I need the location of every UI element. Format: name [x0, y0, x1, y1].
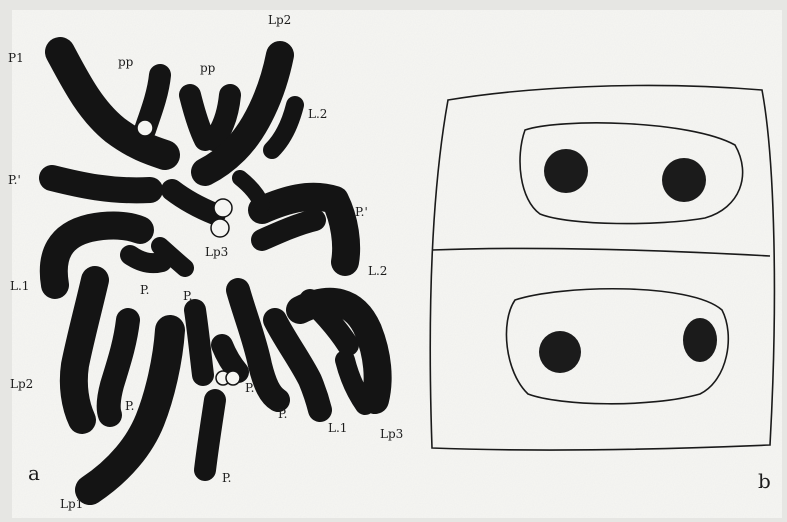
label-p-prime-left: P.' — [8, 173, 21, 187]
label-pp-right: pp — [200, 61, 216, 75]
label-p-dot: P. — [222, 471, 231, 485]
label-l1-bottom: L.1 — [328, 421, 347, 435]
satellite-bubble — [226, 371, 240, 385]
label-p-dot: P. — [183, 289, 192, 303]
label-p-dot: P. — [278, 407, 287, 421]
nucleolus — [544, 149, 588, 193]
label-l1-left: L.1 — [10, 279, 29, 293]
satellite-bubble — [211, 219, 229, 237]
label-lp3-bottom: Lp3 — [380, 427, 403, 441]
nucleolus — [662, 158, 706, 202]
label-p1: P1 — [8, 51, 24, 65]
label-lp2-top: Lp2 — [268, 13, 291, 27]
chromosome — [52, 178, 150, 190]
chromosome — [130, 255, 162, 263]
panel-letter-b: b — [758, 469, 771, 493]
label-p-dot: P. — [140, 283, 149, 297]
label-lp2-left: Lp2 — [10, 377, 33, 391]
label-p-dot: P. — [245, 381, 254, 395]
label-p-prime-right: P.' — [355, 205, 368, 219]
chromosome — [195, 310, 203, 375]
label-lp1-bottom: Lp1 — [60, 497, 83, 511]
label-lp3-center: Lp3 — [205, 245, 228, 259]
chromosome — [190, 95, 205, 140]
label-pp-left: pp — [118, 55, 134, 69]
nucleolus — [539, 331, 581, 373]
satellite-bubble — [214, 199, 232, 217]
nucleolus — [683, 318, 717, 362]
chromosome — [222, 345, 238, 372]
satellite-bubble — [137, 120, 153, 136]
panel-letter-a: a — [28, 461, 40, 485]
label-l2-right: L.2 — [368, 264, 387, 278]
label-l2-top: L.2 — [308, 107, 327, 121]
label-p-dot: P. — [125, 399, 134, 413]
chromosome — [205, 400, 215, 470]
